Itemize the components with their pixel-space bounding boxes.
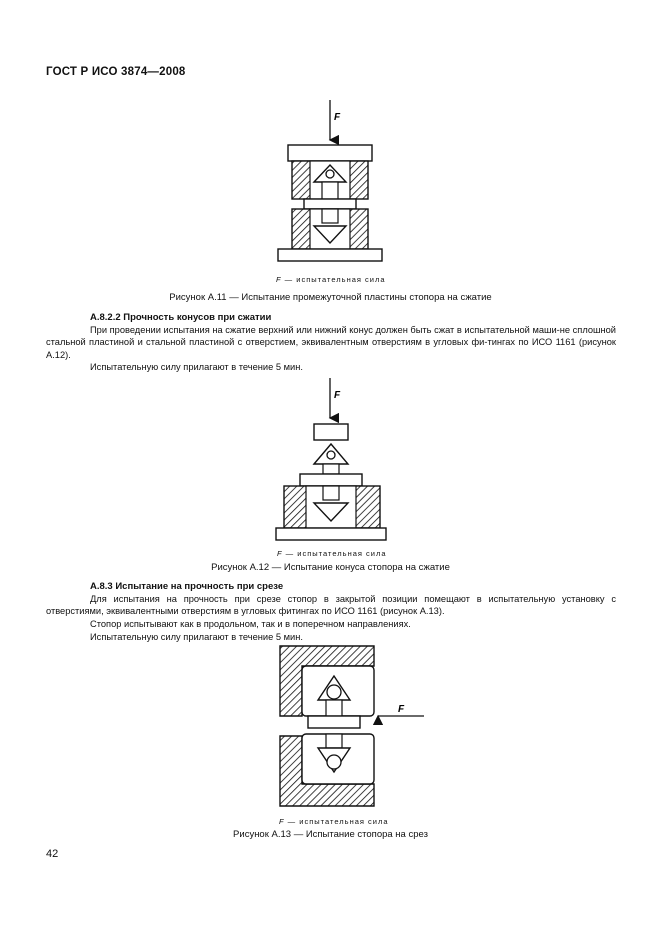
section-title-a822: А.8.2.2 Прочность конусов при сжатии (90, 312, 272, 323)
legend-a11: F — испытательная сила (276, 275, 386, 284)
force-label-a13: F (398, 704, 405, 715)
force-label-a11: F (334, 112, 341, 123)
legend-text-a12: — испытательная сила (282, 549, 387, 558)
document-header: ГОСТ Р ИСО 3874—2008 (46, 66, 186, 78)
caption-a13: Рисунок А.13 — Испытание стопора на срез (233, 829, 428, 840)
paragraph-a83-2: Стопор испытывают как в продольном, так … (90, 619, 411, 629)
figure-a12-drawing: F (275, 378, 387, 541)
legend-text-a13: — испытательная сила (284, 817, 389, 826)
caption-a12: Рисунок А.12 — Испытание конуса стопора … (211, 562, 450, 573)
page-number: 42 (46, 848, 59, 860)
legend-symbol-a12: F (277, 549, 283, 558)
legend-a13: F — испытательная сила (279, 817, 389, 826)
force-label-a12: F (334, 390, 341, 401)
legend-text-a11: — испытательная сила (281, 275, 386, 284)
legend-symbol-a11: F (276, 275, 282, 284)
section-title-a83: А.8.3 Испытание на прочность при срезе (90, 581, 284, 592)
legend-a12: F — испытательная сила (277, 549, 387, 558)
paragraph-a822-1: При проведении испытания на сжатие верхн… (46, 325, 616, 360)
paragraph-a83-3: Испытательную силу прилагают в течение 5… (90, 632, 303, 642)
paragraph-a83-1: Для испытания на прочность при срезе сто… (46, 594, 616, 617)
legend-symbol-a13: F (279, 817, 285, 826)
caption-a11: Рисунок А.11 — Испытание промежуточной п… (169, 292, 492, 303)
paragraph-a822-2: Испытательную силу прилагают в течение 5… (90, 362, 303, 372)
figure-a13-drawing: F (279, 645, 424, 807)
figure-a11-drawing: F (277, 100, 383, 262)
